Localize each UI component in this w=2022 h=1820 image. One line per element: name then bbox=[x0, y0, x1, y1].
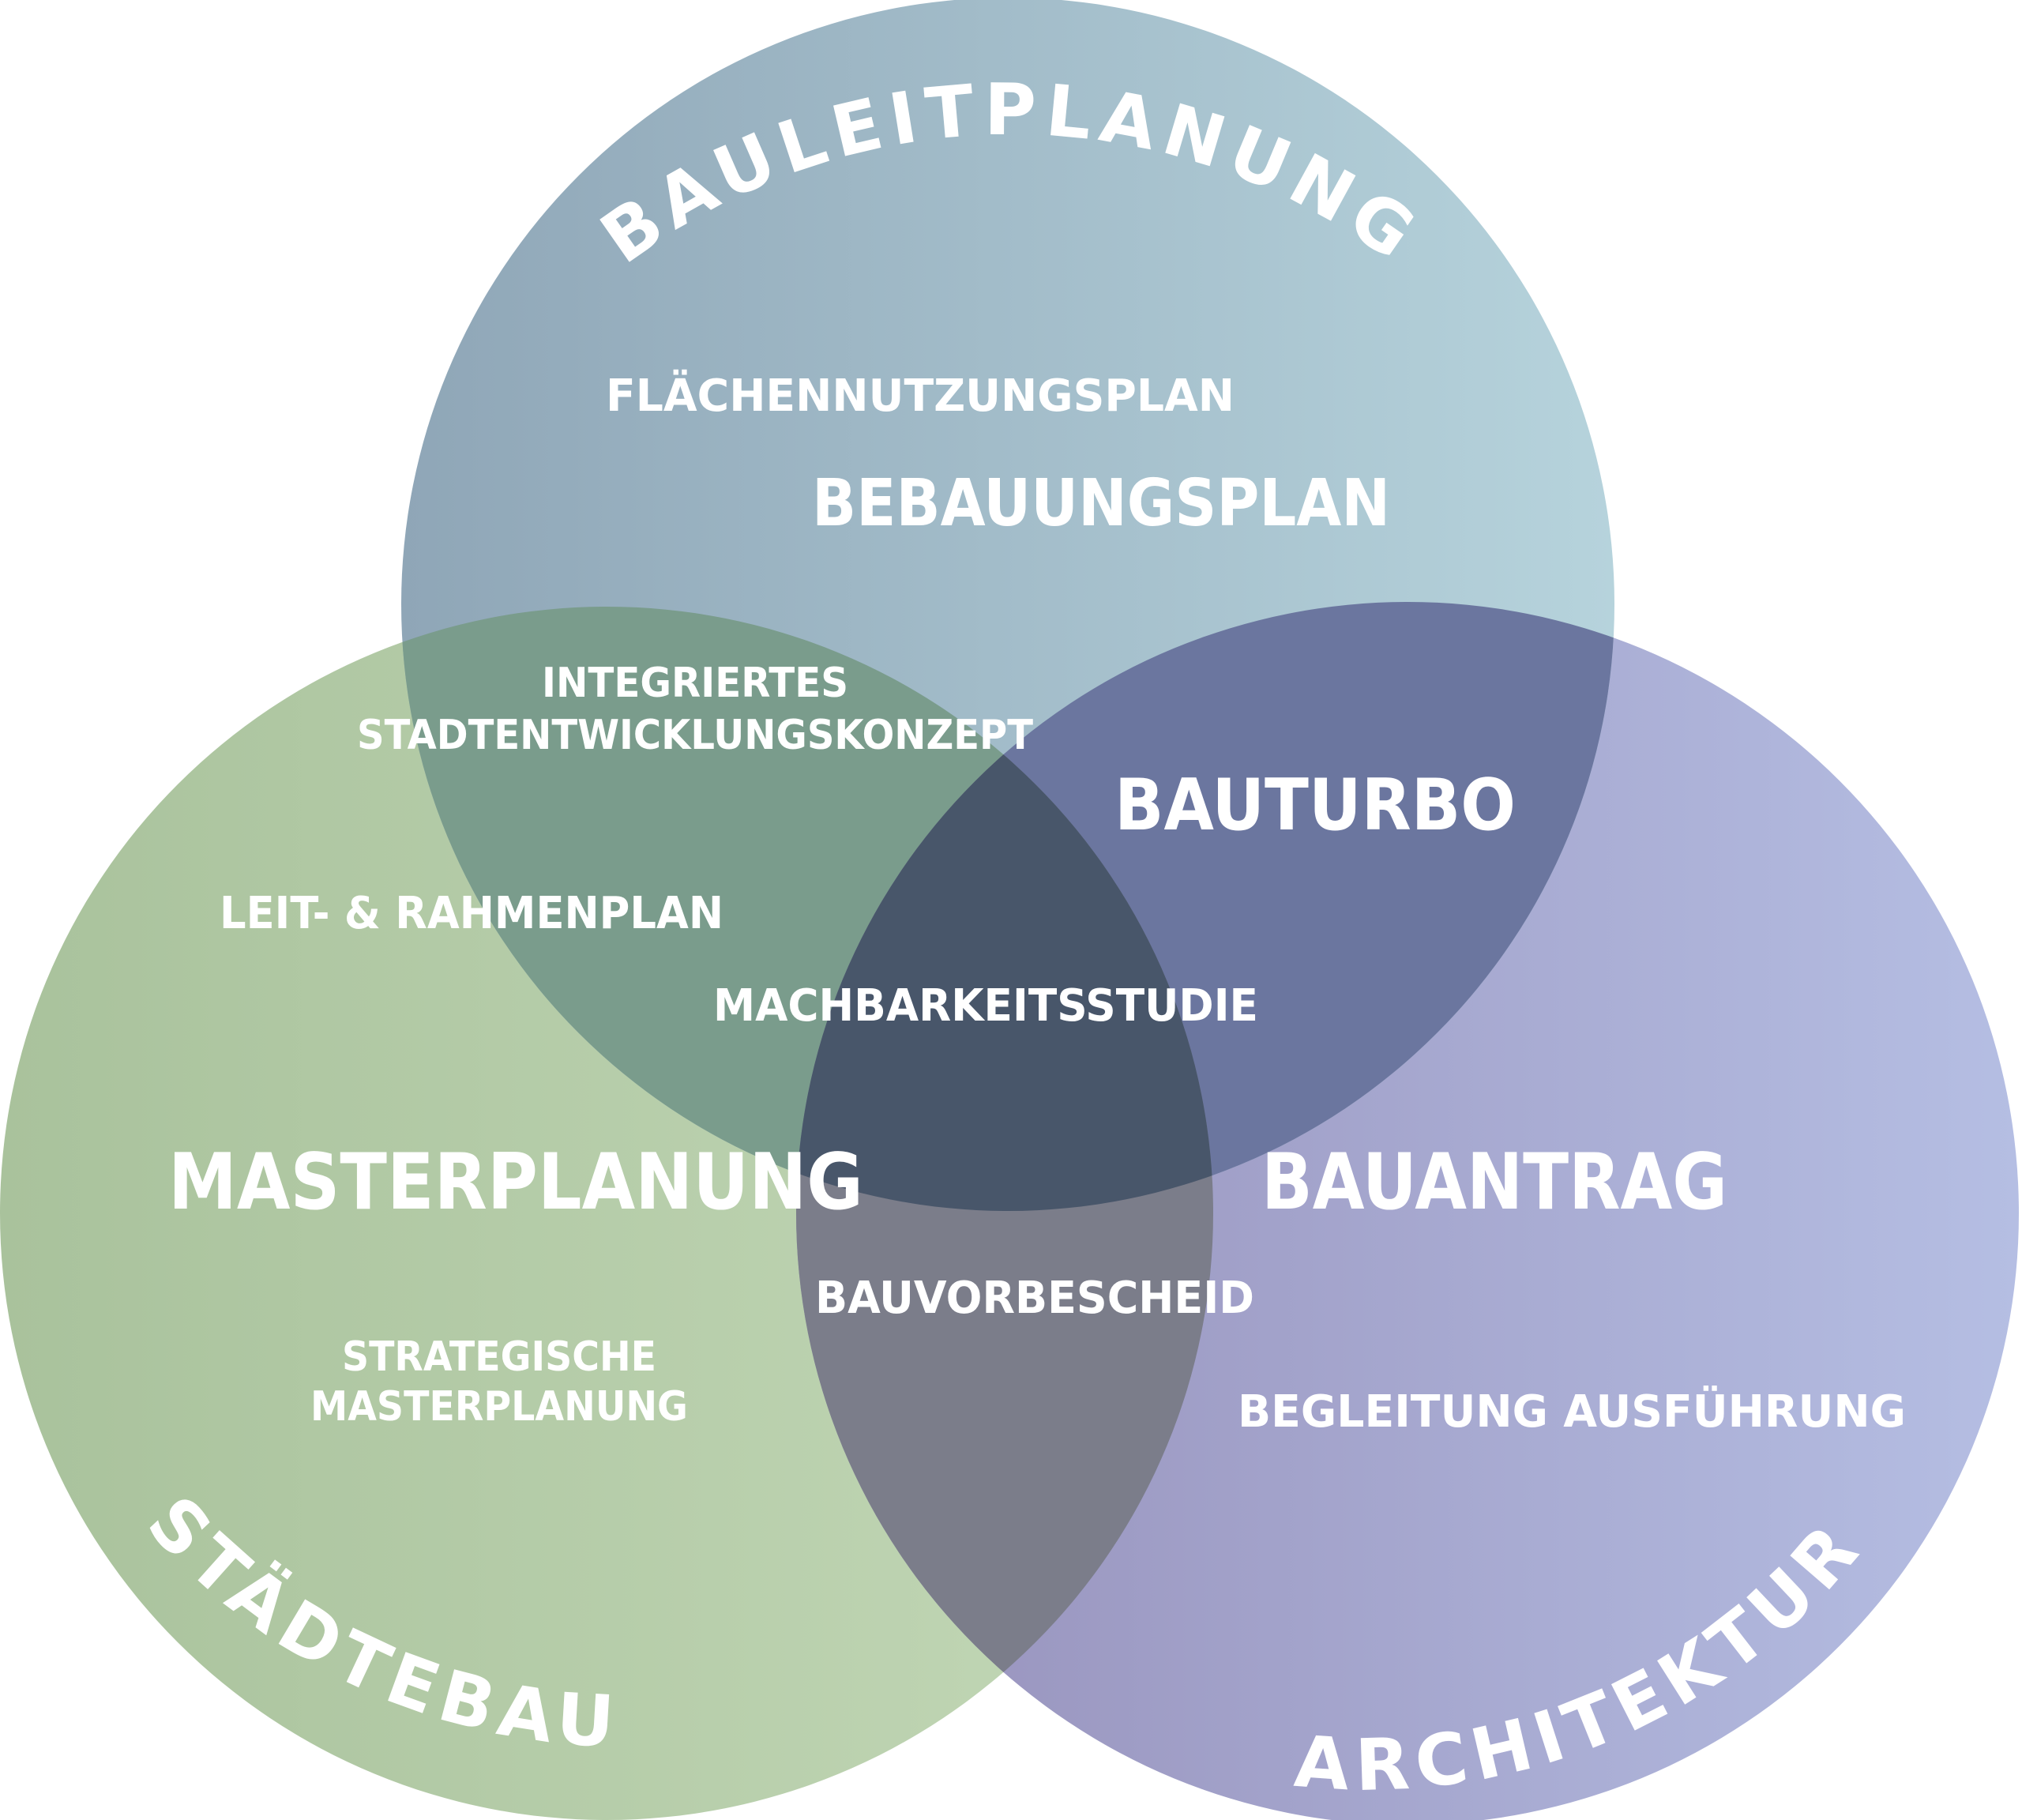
label-isek-line2: STADTENTWICKLUNGSKONZEPT bbox=[357, 712, 1033, 759]
label-bebauungsplan: BEBAUUNGSPLAN bbox=[812, 466, 1390, 541]
label-strategische-line1: STRATEGISCHE bbox=[342, 1333, 656, 1381]
label-flaechennutzungsplan: FLÄCHENNUTZUNGSPLAN bbox=[606, 370, 1235, 422]
label-isek-line1: INTEGRIERTES bbox=[542, 660, 848, 707]
label-strategische-line2: MASTERPLANUNG bbox=[310, 1383, 688, 1431]
label-masterplanung: MASTERPLANUNG bbox=[168, 1138, 863, 1228]
label-bauturbo: BAUTURBO bbox=[1114, 764, 1516, 847]
overlap-center bbox=[796, 607, 1213, 1211]
label-bauantrag: BAUANTRAG bbox=[1261, 1138, 1727, 1228]
label-begleitung-ausfuehrung: BEGLEITUNG AUSFÜHRUNG bbox=[1238, 1386, 1906, 1438]
label-machbarkeitsstudie: MACHBARKEITSSTUDIE bbox=[713, 980, 1258, 1032]
label-bauvorbescheid: BAUVORBESCHEID bbox=[815, 1273, 1254, 1324]
label-leit-rahmenplan: LEIT- & RAHMENPLAN bbox=[220, 888, 723, 939]
